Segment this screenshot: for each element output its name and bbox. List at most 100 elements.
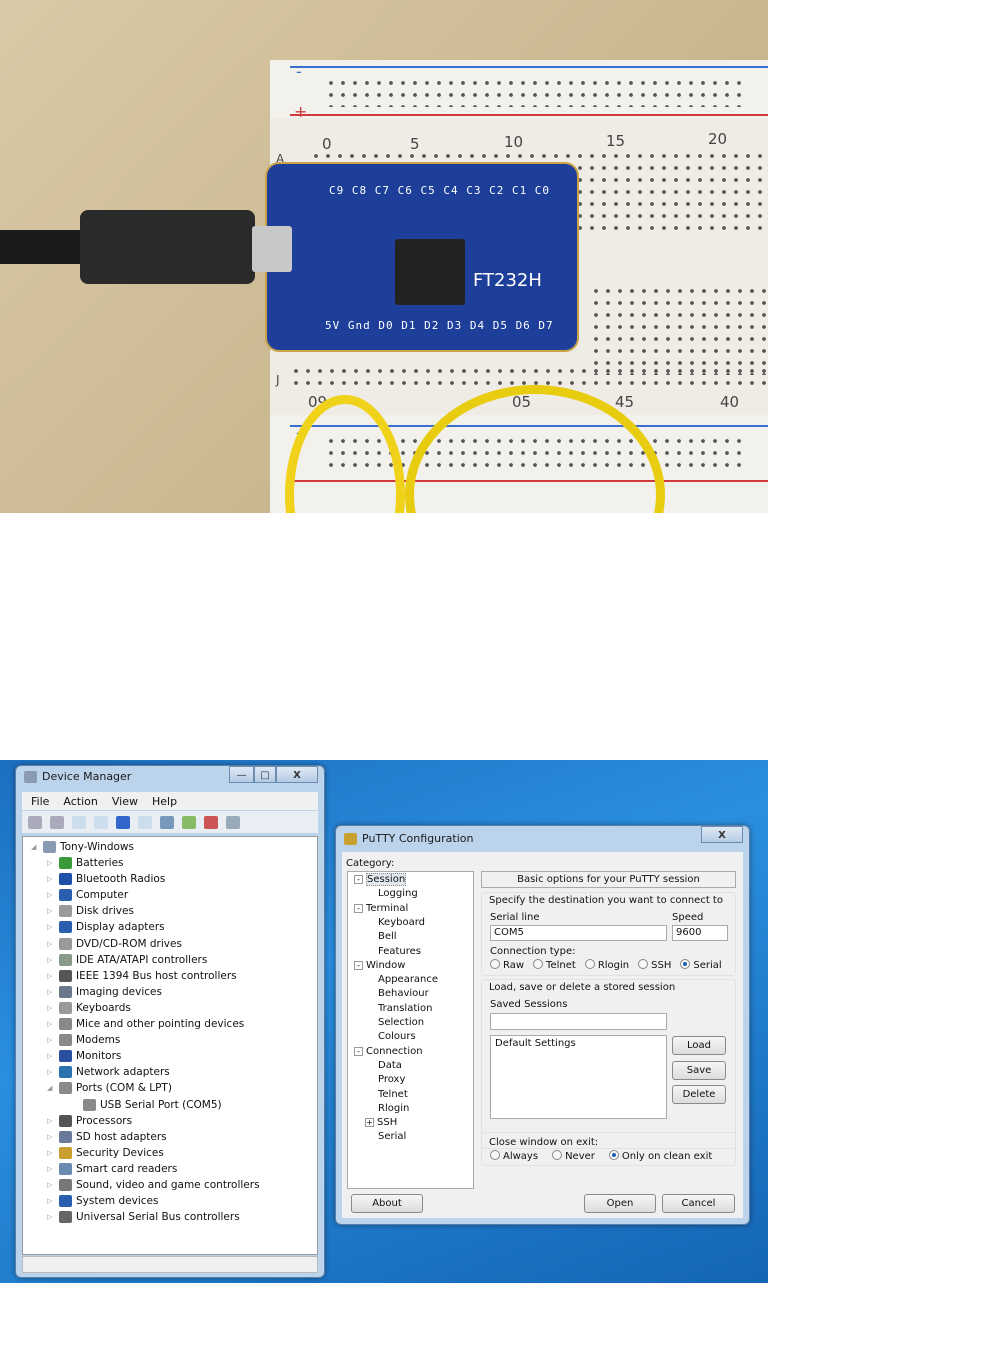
expand-arrow-icon[interactable]: ▷ bbox=[47, 1148, 53, 1157]
menu-action[interactable]: Action bbox=[63, 794, 98, 808]
device-category[interactable]: ▷Bluetooth Radios bbox=[47, 871, 165, 887]
collapse-box-icon[interactable]: - bbox=[354, 960, 363, 970]
category-item[interactable]: Logging bbox=[378, 888, 418, 899]
device-category[interactable]: ▷System devices bbox=[47, 1193, 158, 1209]
action-icon[interactable] bbox=[138, 815, 152, 829]
back-icon[interactable] bbox=[28, 815, 42, 829]
category-item[interactable]: -Connection bbox=[354, 1046, 423, 1057]
category-item[interactable]: Features bbox=[378, 946, 421, 957]
expand-arrow-icon[interactable]: ▷ bbox=[47, 1181, 53, 1189]
expand-arrow-icon[interactable]: ▷ bbox=[47, 1164, 53, 1173]
expand-arrow-icon[interactable]: ▷ bbox=[47, 891, 53, 900]
category-item[interactable]: Translation bbox=[378, 1003, 433, 1014]
session-item[interactable]: Default Settings bbox=[495, 1038, 576, 1049]
device-category[interactable]: USB Serial Port (COM5) bbox=[71, 1097, 222, 1113]
device-category[interactable]: ▷Disk drives bbox=[47, 903, 134, 919]
radio-icon[interactable] bbox=[680, 959, 691, 969]
expand-arrow-icon[interactable]: ▷ bbox=[47, 1020, 53, 1028]
radio-icon[interactable] bbox=[638, 959, 649, 969]
about-button[interactable]: About bbox=[351, 1194, 423, 1213]
expand-arrow-icon[interactable]: ▷ bbox=[47, 1003, 53, 1012]
serial-line-input[interactable]: COM5 bbox=[490, 925, 667, 941]
category-item[interactable]: Rlogin bbox=[378, 1103, 409, 1114]
device-category[interactable]: ▷IDE ATA/ATAPI controllers bbox=[47, 952, 207, 968]
category-item[interactable]: Colours bbox=[378, 1031, 416, 1042]
device-category[interactable]: ▷Monitors bbox=[47, 1048, 121, 1064]
device-category[interactable]: ▷Keyboards bbox=[47, 1000, 131, 1016]
device-category[interactable]: ▷Security Devices bbox=[47, 1145, 164, 1161]
cancel-button[interactable]: Cancel bbox=[662, 1194, 735, 1213]
update-driver-icon[interactable] bbox=[182, 815, 196, 829]
connection-type-radio[interactable]: Rlogin bbox=[584, 959, 629, 971]
category-item[interactable]: -Terminal bbox=[354, 903, 408, 914]
expand-arrow-icon[interactable]: ▷ bbox=[47, 907, 53, 916]
menu-file[interactable]: File bbox=[31, 794, 50, 808]
properties-icon[interactable] bbox=[72, 815, 86, 829]
category-item[interactable]: Serial bbox=[378, 1131, 406, 1142]
menu-help[interactable]: Help bbox=[151, 794, 178, 808]
expand-arrow-icon[interactable]: ▷ bbox=[47, 923, 53, 932]
device-category[interactable]: ▷Smart card readers bbox=[47, 1161, 177, 1177]
expand-arrow-icon[interactable]: ▷ bbox=[47, 1213, 53, 1222]
radio-icon[interactable] bbox=[490, 959, 500, 969]
expand-arrow-icon[interactable]: ▷ bbox=[47, 875, 53, 884]
scan-hardware-icon[interactable] bbox=[160, 815, 174, 829]
maximize-button[interactable]: □ bbox=[254, 766, 276, 783]
connection-type-radio[interactable]: Raw bbox=[490, 959, 524, 971]
category-item[interactable]: -Session bbox=[354, 873, 407, 886]
radio-icon[interactable] bbox=[608, 1150, 619, 1160]
device-category[interactable]: ▷DVD/CD-ROM drives bbox=[47, 936, 182, 952]
close-button[interactable]: X bbox=[276, 766, 318, 783]
expand-arrow-icon[interactable]: ▷ bbox=[47, 1052, 53, 1061]
forward-icon[interactable] bbox=[50, 815, 64, 829]
minimize-button[interactable]: — bbox=[229, 766, 254, 783]
open-button[interactable]: Open bbox=[584, 1194, 656, 1213]
radio-icon[interactable] bbox=[533, 959, 544, 969]
connection-type-radio[interactable]: Telnet bbox=[533, 959, 576, 971]
device-category[interactable]: ▷Network adapters bbox=[47, 1064, 170, 1080]
collapse-box-icon[interactable]: - bbox=[354, 903, 363, 913]
device-category[interactable]: ▷Modems bbox=[47, 1032, 120, 1048]
collapse-box-icon[interactable]: - bbox=[354, 875, 363, 884]
expand-arrow-icon[interactable]: ▷ bbox=[47, 939, 53, 948]
save-button[interactable]: Save bbox=[672, 1061, 726, 1080]
category-item[interactable]: Telnet bbox=[378, 1089, 408, 1100]
close-option-radio[interactable]: Always bbox=[490, 1150, 538, 1162]
radio-icon[interactable] bbox=[552, 1150, 563, 1160]
category-item[interactable]: Keyboard bbox=[378, 917, 425, 928]
expand-box-icon[interactable]: + bbox=[365, 1118, 374, 1128]
expand-arrow-icon[interactable]: ▷ bbox=[47, 1116, 53, 1125]
radio-icon[interactable] bbox=[584, 959, 595, 969]
device-category[interactable]: ▷Display adapters bbox=[47, 919, 165, 935]
device-category[interactable]: ▷IEEE 1394 Bus host controllers bbox=[47, 968, 237, 984]
expand-arrow-icon[interactable]: ▷ bbox=[47, 1197, 53, 1206]
device-category[interactable]: ▷Processors bbox=[47, 1113, 132, 1129]
category-item[interactable]: +SSH bbox=[365, 1117, 397, 1128]
help-icon[interactable] bbox=[116, 815, 130, 829]
expand-arrow-icon[interactable]: ▷ bbox=[47, 859, 53, 867]
category-item[interactable]: Appearance bbox=[378, 974, 438, 985]
category-item[interactable]: Proxy bbox=[378, 1074, 405, 1085]
expand-arrow-icon[interactable]: ▷ bbox=[47, 987, 53, 996]
device-category[interactable]: ▷Universal Serial Bus controllers bbox=[47, 1209, 240, 1225]
expand-arrow-icon[interactable]: ▷ bbox=[47, 955, 53, 964]
category-item[interactable]: Data bbox=[378, 1060, 402, 1071]
device-category[interactable]: ▷Imaging devices bbox=[47, 984, 162, 1000]
show-hide-icon[interactable] bbox=[94, 815, 108, 829]
menu-view[interactable]: View bbox=[111, 794, 138, 808]
device-category[interactable]: ▷Mice and other pointing devices bbox=[47, 1016, 244, 1032]
device-category[interactable]: ◢Ports (COM & LPT) bbox=[47, 1080, 172, 1096]
connection-type-radio[interactable]: Serial bbox=[680, 959, 722, 971]
category-item[interactable]: Selection bbox=[378, 1017, 424, 1028]
radio-icon[interactable] bbox=[490, 1150, 500, 1160]
device-category[interactable]: ▷SD host adapters bbox=[47, 1129, 167, 1145]
device-category[interactable]: ▷Computer bbox=[47, 887, 128, 903]
disable-icon[interactable] bbox=[226, 815, 240, 829]
category-item[interactable]: Bell bbox=[378, 931, 397, 942]
close-option-radio[interactable]: Never bbox=[552, 1150, 595, 1162]
expand-arrow-icon[interactable]: ▷ bbox=[47, 971, 53, 980]
delete-button[interactable]: Delete bbox=[672, 1085, 726, 1104]
close-option-radio[interactable]: Only on clean exit bbox=[608, 1150, 712, 1162]
close-button[interactable]: X bbox=[701, 826, 743, 843]
speed-input[interactable]: 9600 bbox=[672, 925, 728, 941]
